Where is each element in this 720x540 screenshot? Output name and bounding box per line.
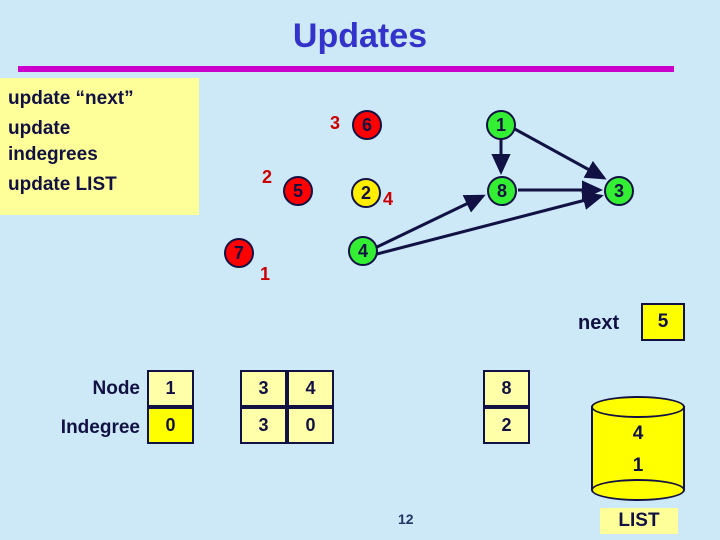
list-items: 4 1	[591, 418, 685, 482]
table-indegree-cell-3[interactable]: 3	[240, 407, 287, 444]
table-node-cell-3[interactable]: 3	[240, 370, 287, 407]
graph-node-6-indegree-tag: 3	[330, 113, 341, 133]
next-label: next	[578, 312, 620, 334]
table-node-cell-4[interactable]: 4	[287, 370, 334, 407]
list-label: LIST	[600, 508, 678, 534]
edge-1-to-3	[512, 126, 607, 180]
graph-node-1[interactable]: 1	[486, 110, 516, 140]
graph-node-8[interactable]: 8	[487, 176, 517, 206]
next-value-box[interactable]: 5	[641, 303, 685, 341]
graph-node-5-indegree-tag: 2	[262, 167, 273, 187]
page-number: 12	[398, 511, 414, 527]
table-indegree-cell-1[interactable]: 0	[147, 407, 194, 444]
list-item: 4	[632, 423, 644, 444]
graph-node-2[interactable]: 2	[351, 178, 381, 208]
notes-line-3: update LIST	[8, 174, 117, 195]
graph-node-3[interactable]: 3	[604, 176, 634, 206]
graph-node-7[interactable]: 7	[224, 238, 254, 268]
notes-line-2: update indegrees	[8, 118, 98, 165]
edge-4-to-3	[376, 191, 604, 256]
table-node-cell-1[interactable]: 1	[147, 370, 194, 407]
updates-notes-box: update “next” update indegrees update LI…	[0, 78, 199, 215]
table-row-label-node: Node	[92, 378, 141, 399]
table-indegree-cell-8[interactable]: 2	[483, 407, 530, 444]
graph-node-7-indegree-tag: 1	[260, 264, 271, 284]
page-title: Updates	[292, 17, 428, 55]
cylinder-bottom-shape	[591, 479, 685, 501]
graph-node-5[interactable]: 5	[283, 176, 313, 206]
table-indegree-cell-4[interactable]: 0	[287, 407, 334, 444]
graph-node-2-indegree-tag: 4	[383, 189, 394, 209]
title-divider	[18, 66, 674, 72]
cylinder-top-shape	[591, 396, 685, 418]
cylinder-body-shape	[591, 406, 685, 490]
list-item: 1	[632, 455, 644, 476]
graph-node-4[interactable]: 4	[348, 236, 378, 266]
table-node-cell-8[interactable]: 8	[483, 370, 530, 407]
notes-line-1: update “next”	[8, 88, 134, 109]
graph-node-6[interactable]: 6	[352, 110, 382, 140]
table-row-label-indegree: Indegree	[60, 417, 140, 438]
list-cylinder: 4 1	[591, 396, 685, 501]
